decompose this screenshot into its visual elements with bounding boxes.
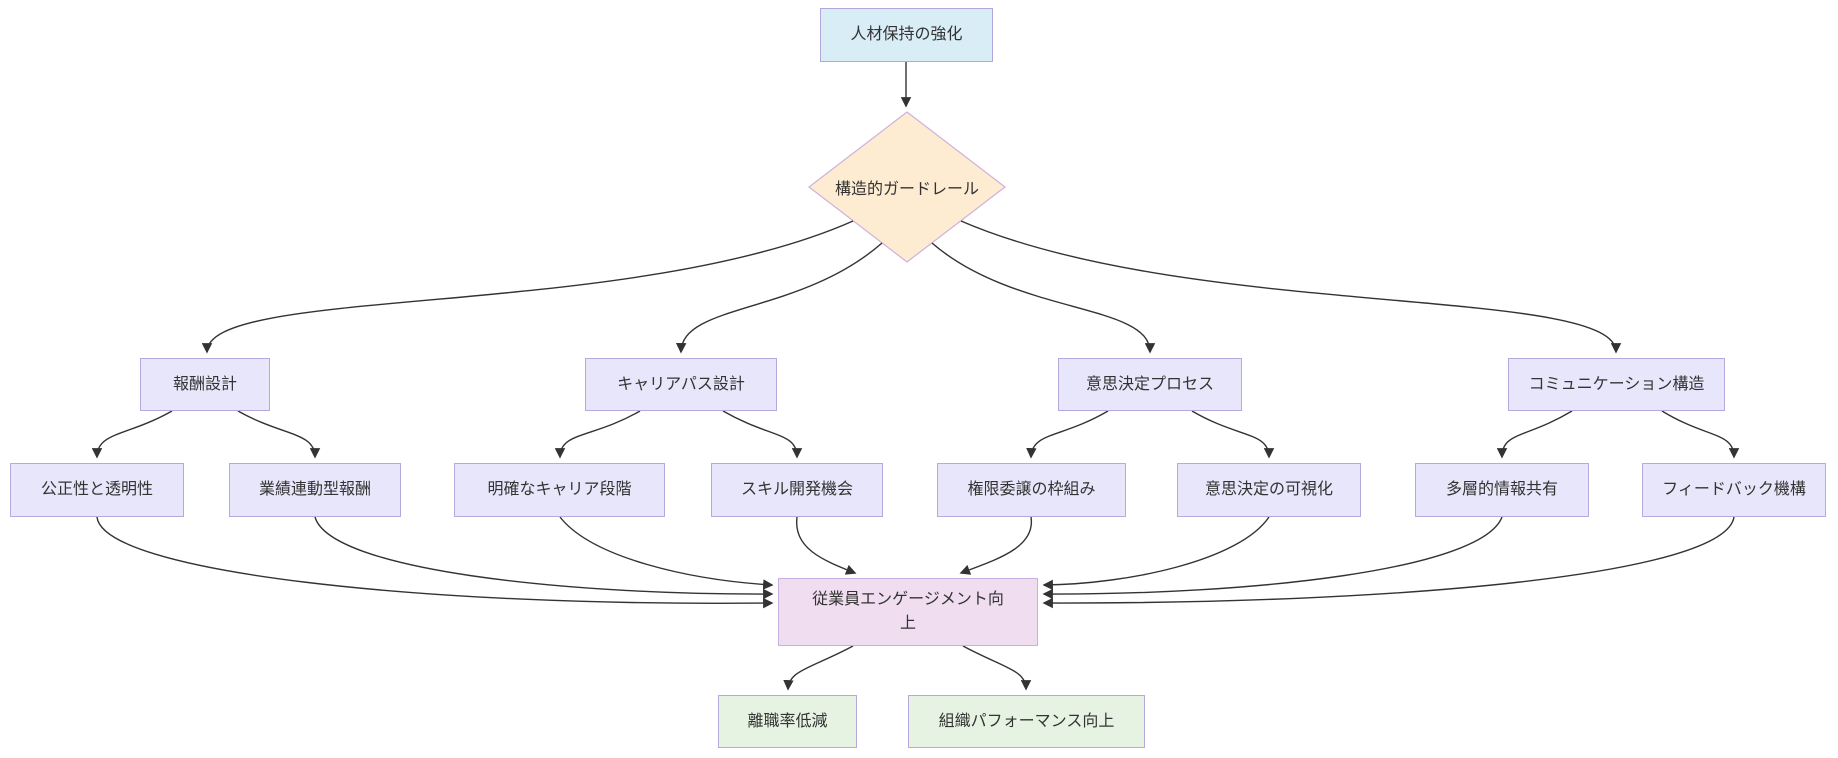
edge-communication-feedback [1661,410,1740,459]
node-career-stages: 明確なキャリア段階 [454,463,665,517]
edge-guardrail-communication [960,220,1622,354]
node-guardrail-label: 構造的ガードレール [834,181,979,198]
node-fairness: 公正性と透明性 [10,463,184,517]
node-performance-pay: 業績連動型報酬 [229,463,401,517]
edge-decision-process-delegation [1026,410,1109,459]
edge-engagement-org-performance [962,645,1032,691]
node-info-sharing: 多層的情報共有 [1415,463,1589,517]
node-engagement: 従業員エンゲージメント向上 [778,578,1038,646]
edge-career-path-skill-development [722,410,803,459]
node-skill-development: スキル開発機会 [711,463,883,517]
edge-guardrail-career-path [675,242,883,354]
edge-info-sharing-engagement [1042,516,1503,600]
guardrail-diamond-shape [808,111,1006,263]
edge-delegation-engagement [959,516,1032,575]
node-compensation: 報酬設計 [140,358,270,411]
edge-communication-info-sharing [1496,410,1573,459]
node-turnover-reduction: 離職率低減 [718,695,857,748]
edge-guardrail-decision-process [931,242,1156,354]
edge-compensation-performance-pay [237,410,321,459]
node-root: 人材保持の強化 [820,8,993,62]
node-delegation: 権限委譲の枠組み [937,463,1126,517]
edge-career-path-career-stages [554,410,641,459]
edge-guardrail-compensation [201,220,854,354]
node-decision-process: 意思決定プロセス [1058,358,1242,411]
edge-compensation-fairness [91,410,173,459]
node-career-path: キャリアパス設計 [585,358,777,411]
node-feedback: フィードバック機構 [1642,463,1826,517]
edge-engagement-turnover-reduction [783,645,854,691]
edge-decision-process-decision-visibility [1191,410,1275,459]
edge-career-stages-engagement [559,516,774,590]
edge-feedback-engagement [1042,516,1735,609]
edge-performance-pay-engagement [314,516,774,600]
node-decision-visibility: 意思決定の可視化 [1177,463,1361,517]
node-communication: コミュニケーション構造 [1508,358,1725,411]
edge-fairness-engagement [96,516,774,609]
edge-skill-development-engagement [796,516,857,575]
node-org-performance: 組織パフォーマンス向上 [908,695,1145,748]
edge-decision-visibility-engagement [1042,516,1270,591]
